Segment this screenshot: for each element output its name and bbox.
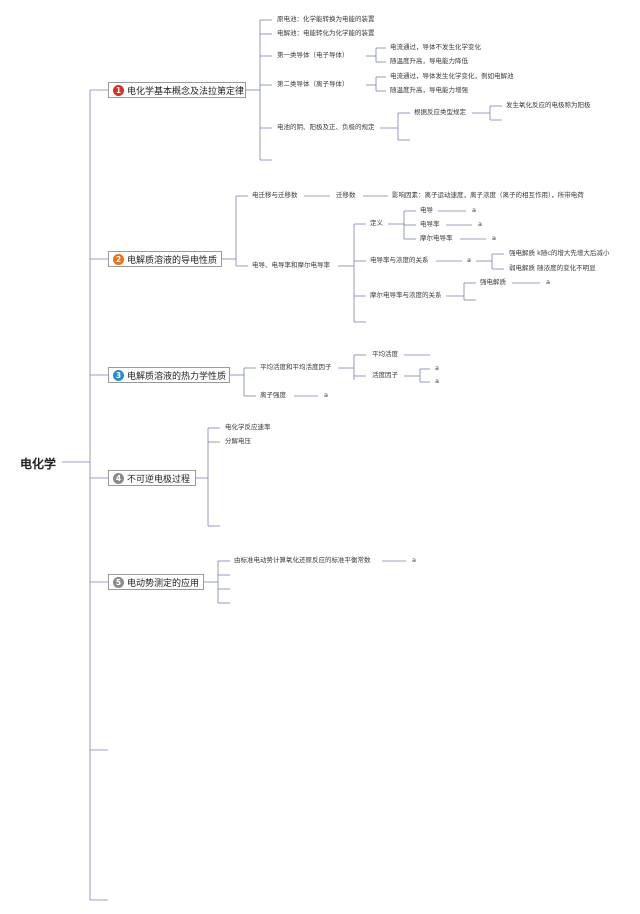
branch-label: 电化学基本概念及法拉第定律 (127, 86, 245, 97)
node-factors[interactable]: 影响因素：离子运动速度，离子浓度（离子的相互作用），所带电荷 (392, 191, 584, 199)
branch-node-1[interactable]: 1 电化学基本概念及法拉第定律 (108, 82, 246, 98)
node-migration[interactable]: 电迁移与迁移数 (252, 191, 298, 199)
branch-label: 电动势测定的应用 (127, 578, 200, 589)
node-conductivity[interactable]: 电导率 (420, 220, 440, 228)
number-badge: 1 (113, 84, 124, 96)
node-decomposition-voltage[interactable]: 分解电压 (225, 437, 251, 445)
node-anode-rule[interactable]: 发生氧化反应的电极称为阳极 (506, 101, 591, 109)
node-electrode-rule[interactable]: 电池的阴、阳极及正、负极的规定 (277, 123, 375, 131)
node-primary-cell[interactable]: 原电池：化学能转换为电能的装置 (277, 15, 375, 23)
node-a[interactable]: a (435, 377, 439, 385)
branch-label: 不可逆电极过程 (127, 474, 191, 485)
branch-node-4[interactable]: 4 不可逆电极过程 (108, 470, 196, 486)
branch-label: 电解质溶液的导电性质 (127, 255, 218, 266)
branch-node-3[interactable]: 3 电解质溶液的热力学性质 (108, 367, 230, 383)
node-conductivity-vs-concentration[interactable]: 电导率与浓度的关系 (370, 256, 429, 264)
node-molar-vs-concentration[interactable]: 摩尔电导率与浓度的关系 (370, 291, 442, 299)
node-transference-number[interactable]: 迁移数 (336, 191, 356, 199)
node-strong-electrolyte-k[interactable]: 强电解质 k随c的增大先增大后减小 (509, 249, 610, 257)
node-conductance-group[interactable]: 电导、电导率和摩尔电导率 (252, 261, 330, 269)
node-weak-electrolyte-k[interactable]: 弱电解质 随浓度的变化不明显 (509, 264, 596, 272)
node-a[interactable]: a (472, 206, 476, 214)
number-badge: 5 (113, 576, 124, 588)
node-electrolytic-cell[interactable]: 电解池：电能转化为化学能的装置 (277, 29, 375, 37)
node-conductor-type1-a[interactable]: 电流通过，导体不发生化学变化 (390, 43, 481, 51)
node-a[interactable]: a (412, 556, 416, 564)
node-reaction-rate[interactable]: 电化学反应速率 (225, 423, 271, 431)
branch-node-5[interactable]: 5 电动势测定的应用 (108, 574, 204, 590)
node-ionic-strength[interactable]: 离子强度 (260, 391, 286, 399)
node-a[interactable]: a (546, 278, 550, 286)
number-badge: 2 (113, 253, 124, 265)
node-conductor-type2-b[interactable]: 随温度升高，导电能力增强 (390, 86, 468, 94)
node-conductor-type2-a[interactable]: 电流通过，导体发生化学变化，例如电解池 (390, 72, 514, 80)
node-a[interactable]: a (324, 391, 328, 399)
node-conductance[interactable]: 电导 (420, 206, 433, 214)
node-conductor-type2[interactable]: 第二类导体（离子导体） (277, 80, 349, 88)
node-by-reaction[interactable]: 根据反应类型规定 (414, 108, 466, 116)
node-a[interactable]: a (492, 234, 496, 242)
branch-label: 电解质溶液的热力学性质 (127, 371, 227, 382)
node-strong-electrolyte[interactable]: 强电解质 (480, 278, 506, 286)
node-conductor-type1[interactable]: 第一类导体（电子导体） (277, 51, 349, 59)
node-a[interactable]: a (478, 220, 482, 228)
root-topic[interactable]: 电化学 (20, 457, 57, 471)
node-equilibrium-constant[interactable]: 由标准电动势计算氧化还原反应的标准平衡常数 (234, 556, 371, 564)
node-a[interactable]: a (467, 256, 471, 264)
node-molar-conductivity[interactable]: 摩尔电导率 (420, 234, 453, 242)
node-activity-factor[interactable]: 活度因子 (372, 371, 398, 379)
branch-node-2[interactable]: 2 电解质溶液的导电性质 (108, 251, 222, 267)
node-definition[interactable]: 定义 (370, 219, 383, 227)
node-mean-activity[interactable]: 平均活度 (372, 350, 398, 358)
number-badge: 3 (113, 369, 124, 381)
node-a[interactable]: a (435, 364, 439, 372)
node-conductor-type1-b[interactable]: 随温度升高，导电能力降低 (390, 57, 468, 65)
number-badge: 4 (113, 472, 124, 484)
node-mean-activity-group[interactable]: 平均活度和平均活度因子 (260, 363, 332, 371)
